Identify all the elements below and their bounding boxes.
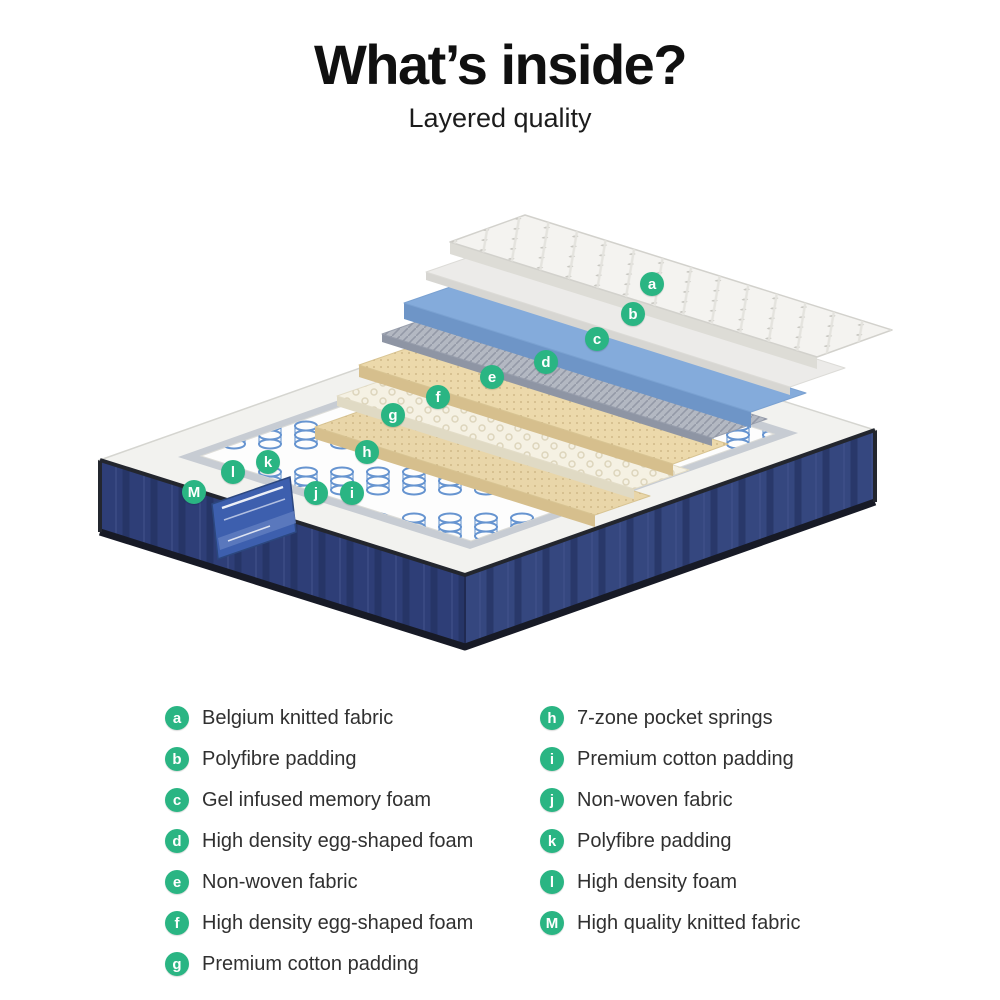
legend-label-k: Polyfibre padding xyxy=(577,829,732,852)
callout-i: i xyxy=(340,481,364,505)
legend-left-column: a Belgium knitted fabric b Polyfibre pad… xyxy=(165,706,473,976)
legend-item-g: g Premium cotton padding xyxy=(165,952,473,976)
legend-label-l: High density foam xyxy=(577,870,738,893)
legend-item-b: b Polyfibre padding xyxy=(165,747,473,771)
callout-g: g xyxy=(381,403,405,427)
legend-item-k: k Polyfibre padding xyxy=(540,829,800,853)
legend-badge-i: i xyxy=(540,747,564,771)
legend-badge-g: g xyxy=(165,952,189,976)
legend-label-i: Premium cotton padding xyxy=(577,747,794,770)
legend-item-h: h 7-zone pocket springs xyxy=(540,706,800,730)
legend-right-column: h 7-zone pocket springs i Premium cotton… xyxy=(540,706,800,935)
legend-badge-c: c xyxy=(165,788,189,812)
legend-item-i: i Premium cotton padding xyxy=(540,747,800,771)
legend-label-c: Gel infused memory foam xyxy=(202,788,431,811)
legend-item-m: M High quality knitted fabric xyxy=(540,911,800,935)
legend-item-e: e Non-woven fabric xyxy=(165,870,473,894)
callout-k: k xyxy=(256,450,280,474)
legend-label-e: Non-woven fabric xyxy=(202,870,358,893)
brand-tag xyxy=(211,475,297,561)
layer-g xyxy=(314,407,651,527)
legend-badge-l: l xyxy=(540,870,564,894)
callout-j: j xyxy=(304,481,328,505)
callout-l: l xyxy=(221,460,245,484)
legend-badge-b: b xyxy=(165,747,189,771)
page-subtitle: Layered quality xyxy=(408,103,592,133)
legend-badge-m: M xyxy=(540,911,564,935)
legend-label-a: Belgium knitted fabric xyxy=(202,706,394,729)
callout-m: M xyxy=(182,480,206,504)
top-piping xyxy=(99,428,876,577)
callout-e: e xyxy=(480,365,504,389)
callout-d: d xyxy=(534,350,558,374)
bottom-piping xyxy=(98,498,877,651)
legend-label-h: 7-zone pocket springs xyxy=(577,706,773,729)
legend-badge-k: k xyxy=(540,829,564,853)
mattress-base xyxy=(98,430,877,651)
legend-item-f: f High density egg-shaped foam xyxy=(165,911,473,935)
legend-label-d: High density egg-shaped foam xyxy=(202,829,474,852)
legend-badge-j: j xyxy=(540,788,564,812)
callout-a: a xyxy=(640,272,664,296)
legend-label-j: Non-woven fabric xyxy=(577,788,733,811)
legend-label-g: Premium cotton padding xyxy=(202,952,419,975)
layer-d xyxy=(381,314,768,446)
callout-f: f xyxy=(426,385,450,409)
legend-badge-f: f xyxy=(165,911,189,935)
legend-item-l: l High density foam xyxy=(540,870,800,894)
legend-badge-d: d xyxy=(165,829,189,853)
legend-item-j: j Non-woven fabric xyxy=(540,788,800,812)
callout-h: h xyxy=(355,440,379,464)
layer-c xyxy=(403,283,807,428)
page-title: What’s inside? xyxy=(313,33,688,96)
legend-badge-e: e xyxy=(165,870,189,894)
legend-item-c: c Gel infused memory foam xyxy=(165,788,473,812)
legend-label-m: High quality knitted fabric xyxy=(577,911,801,934)
layer-f xyxy=(336,376,690,499)
legend-label-f: High density egg-shaped foam xyxy=(202,911,474,934)
legend-item-a: a Belgium knitted fabric xyxy=(165,706,473,730)
callout-b: b xyxy=(621,302,645,326)
legend-badge-h: h xyxy=(540,706,564,730)
callout-c: c xyxy=(585,327,609,351)
legend-badge-a: a xyxy=(165,706,189,730)
legend-label-b: Polyfibre padding xyxy=(202,747,357,770)
legend-item-d: d High density egg-shaped foam xyxy=(165,829,473,853)
